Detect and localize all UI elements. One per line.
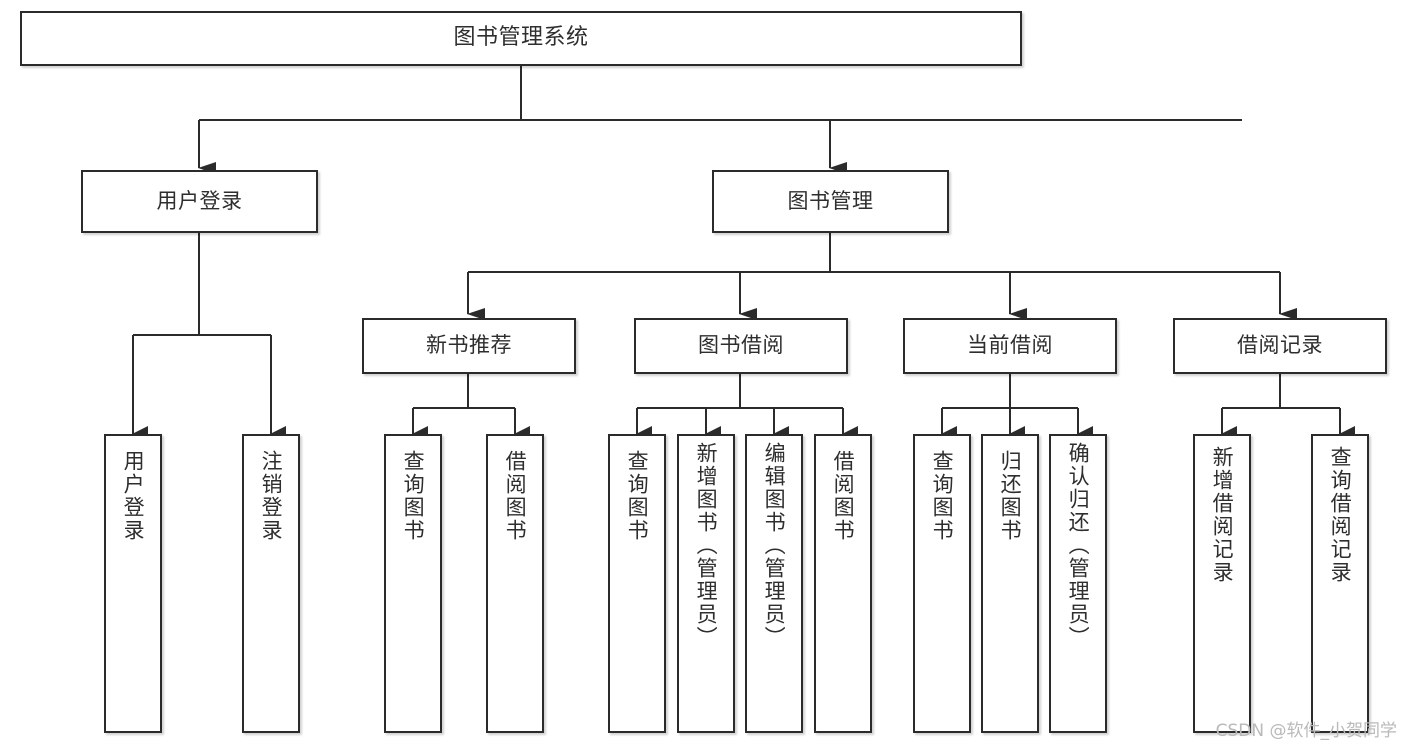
edges-new-book-recommend-to-leaves <box>411 374 530 442</box>
leaf-return-book[interactable]: 归还图书 <box>981 434 1039 733</box>
node-label: 注销登录 <box>259 450 284 542</box>
edges-borrow-record-to-leaves <box>1220 374 1355 442</box>
node-label: 图书管理 <box>787 188 874 213</box>
leaf-borrow-book[interactable]: 借阅图书 <box>814 434 872 733</box>
node-book-management-module[interactable]: 图书管理 <box>712 170 949 233</box>
leaf-logout[interactable]: 注销登录 <box>242 434 300 733</box>
node-current-borrow[interactable]: 当前借阅 <box>903 318 1117 374</box>
leaf-query-book-recommend[interactable]: 查询图书 <box>384 434 442 733</box>
edges-book-borrow-to-leaves <box>635 374 858 442</box>
node-label: 用户登录 <box>121 450 146 542</box>
leaf-add-book-admin[interactable]: 新增图书（管理员） <box>677 434 735 733</box>
leaf-user-login[interactable]: 用户登录 <box>104 434 162 733</box>
leaf-edit-book-admin[interactable]: 编辑图书（管理员） <box>745 434 803 733</box>
node-label: 借阅记录 <box>1237 333 1323 358</box>
edges-user-login-to-leaves <box>131 233 286 442</box>
leaf-query-borrow-record[interactable]: 查询借阅记录 <box>1311 434 1369 733</box>
node-label: 编辑图书（管理员） <box>762 442 787 649</box>
leaf-query-book-current[interactable]: 查询图书 <box>913 434 971 733</box>
node-label: 确认归还（管理员） <box>1066 442 1091 649</box>
node-borrow-record[interactable]: 借阅记录 <box>1173 318 1387 374</box>
node-label: 当前借阅 <box>967 333 1053 358</box>
leaf-confirm-return-admin[interactable]: 确认归还（管理员） <box>1049 434 1107 733</box>
node-label: 借阅图书 <box>503 450 528 542</box>
csdn-watermark: CSDN @软件_小贺同学 <box>1215 721 1397 741</box>
node-new-book-recommend[interactable]: 新书推荐 <box>362 318 576 374</box>
node-book-borrow[interactable]: 图书借阅 <box>634 318 848 374</box>
node-label: 用户登录 <box>156 188 243 213</box>
node-user-login-module[interactable]: 用户登录 <box>81 170 318 233</box>
node-label: 查询借阅记录 <box>1328 446 1353 584</box>
node-label: 查询图书 <box>625 450 650 542</box>
leaf-borrow-book-recommend[interactable]: 借阅图书 <box>486 434 544 733</box>
edges-book-management-to-level3 <box>466 233 1297 320</box>
node-label: 图书借阅 <box>698 333 784 358</box>
node-label: 查询图书 <box>401 450 426 542</box>
node-label: 图书管理系统 <box>453 25 589 51</box>
node-label: 借阅图书 <box>831 450 856 542</box>
leaf-add-borrow-record[interactable]: 新增借阅记录 <box>1193 434 1251 733</box>
edges-current-borrow-to-leaves <box>940 374 1093 442</box>
node-label: 新书推荐 <box>426 333 512 358</box>
node-label: 查询图书 <box>930 450 955 542</box>
node-label: 归还图书 <box>998 450 1023 542</box>
node-label: 新增借阅记录 <box>1210 446 1235 584</box>
node-label: 新增图书（管理员） <box>694 442 719 649</box>
edges-root-to-level2 <box>197 66 1242 174</box>
node-book-management-system[interactable]: 图书管理系统 <box>20 11 1022 66</box>
leaf-query-book-borrow[interactable]: 查询图书 <box>608 434 666 733</box>
